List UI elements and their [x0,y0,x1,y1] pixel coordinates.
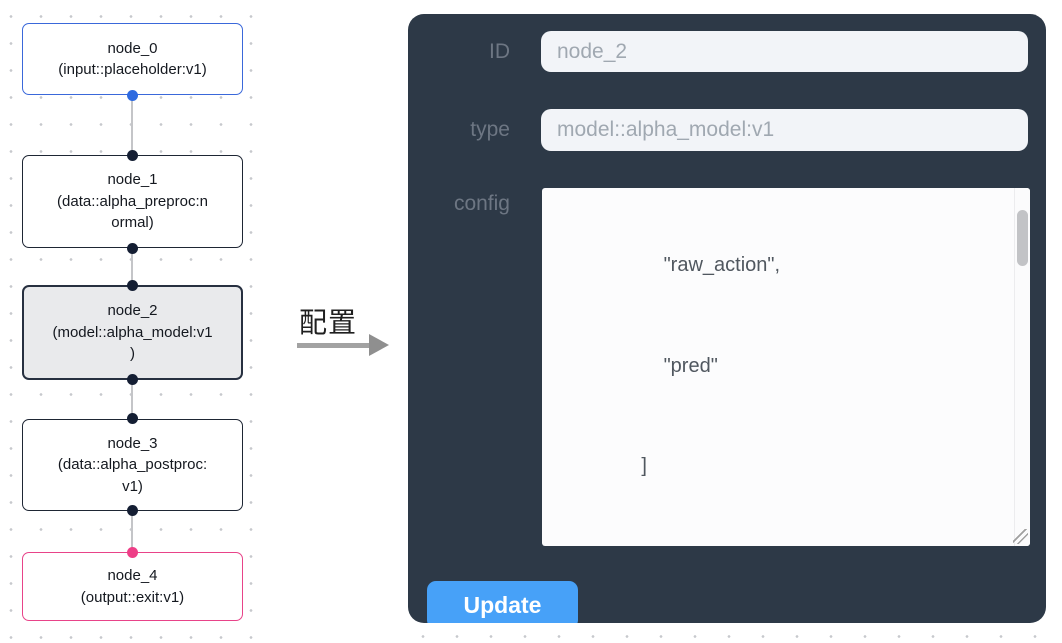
node-type-label: (data::alpha_preproc:n [57,192,208,210]
id-field-label: ID [489,39,510,63]
node-config-panel: ID type config "raw_action", "pred" ] },… [408,14,1046,623]
node-box-node_0[interactable]: node_0 (input::placeholder:v1) [22,23,243,95]
config-json-content: "raw_action", "pred" ] }, "trace": { "sc… [542,188,1012,546]
edge-node1-node2 [131,248,133,286]
edge-node2-node3 [131,380,133,419]
port-node2-out[interactable] [127,374,138,385]
textarea-resize-handle-icon[interactable] [1013,529,1028,544]
node-box-node_3[interactable]: node_3 (data::alpha_postproc: v1) [22,419,243,511]
node-title: node_1 [107,171,158,189]
node-type-label: (output::exit:v1) [80,588,185,606]
node-box-node_4[interactable]: node_4 (output::exit:v1) [22,552,243,621]
type-field-label: type [470,118,510,141]
flow-canvas[interactable]: node_0 (input::placeholder:v1) node_1 (d… [0,0,274,643]
config-field-label: config [453,192,510,215]
node-type-label: (model::alpha_model:v1 [52,323,213,341]
node-title: node_0 [107,39,158,57]
node-type-label: ormal) [111,214,154,232]
config-line: ] [558,455,647,477]
config-annotation-arrow [297,343,371,348]
port-node4-in[interactable] [127,547,138,558]
config-annotation-label: 配置 [299,307,358,338]
node-box-node_2[interactable]: node_2 (model::alpha_model:v1 ) [22,285,243,380]
config-json-textarea[interactable]: "raw_action", "pred" ] }, "trace": { "sc… [542,188,1030,546]
node-title: node_4 [107,567,158,584]
config-scrollbar-thumb[interactable] [1017,210,1028,266]
port-node0-out[interactable] [127,90,138,101]
port-node1-out[interactable] [127,243,138,254]
id-input[interactable] [541,31,1028,72]
config-annotation-arrowhead-icon [369,334,389,356]
panel-background: ID type config "raw_action", "pred" ] },… [394,0,1062,643]
update-button[interactable]: Update [427,581,578,623]
config-line: "pred" [558,354,718,377]
node-type-label: (input::placeholder:v1) [58,61,207,78]
config-scrollbar[interactable] [1014,188,1030,546]
node-title: node_3 [107,434,158,452]
port-node2-in[interactable] [127,280,138,291]
edge-node3-node4 [131,511,133,552]
edge-node0-node1 [131,95,133,155]
config-line: "raw_action", [558,254,781,276]
port-node3-in[interactable] [127,413,138,424]
node-type-label: (data::alpha_postproc: [57,456,208,474]
node-type-label: v1) [122,477,143,495]
type-input[interactable] [541,109,1028,151]
port-node1-in[interactable] [127,150,138,161]
port-node3-out[interactable] [127,505,138,516]
node-box-node_1[interactable]: node_1 (data::alpha_preproc:n ormal) [22,155,243,248]
node-type-label: ) [130,345,135,363]
node-title: node_2 [107,302,158,320]
